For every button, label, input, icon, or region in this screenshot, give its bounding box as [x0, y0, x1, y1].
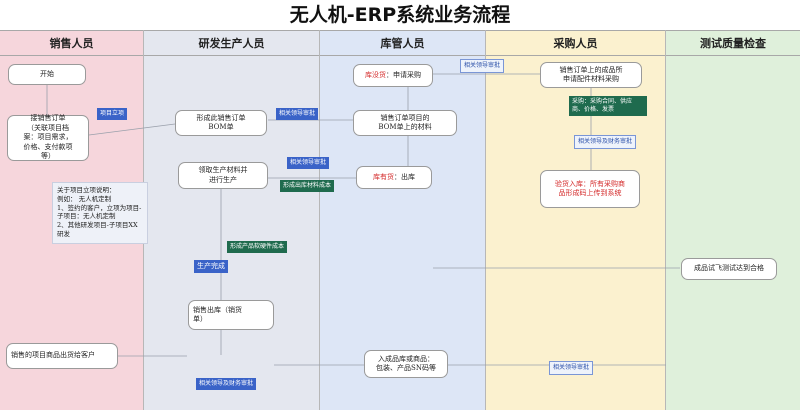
- finance-approve-label-1: 相关领导及财务审批: [196, 378, 257, 390]
- out-stock-prefix: 库有货: [373, 172, 394, 181]
- lane-qa: 测试质量检查: [666, 30, 800, 410]
- leader-approve-label-4: 相关领导审批: [549, 361, 594, 375]
- bom-material-node: 销售订单项目的 BOM单上的材料: [353, 110, 457, 136]
- out-stock-text: ：出库: [394, 172, 415, 181]
- lane-rd-header: 研发生产人员: [144, 30, 319, 56]
- out-stock-node: 库有货：出库: [356, 166, 432, 189]
- project-establish-label: 项目立项: [97, 108, 128, 120]
- production-done-label: 生产完成: [194, 260, 228, 274]
- lane-sales-header: 销售人员: [0, 30, 143, 56]
- sales-out-node: 销售出库（销货 单）: [188, 300, 274, 330]
- leader-approve-label-2: 相关领导审批: [287, 157, 330, 169]
- receive-order-node: 接销售订单 （关联项目档 案：项目需求， 价格、支付款项 等）: [7, 114, 89, 161]
- request-purchase-prefix: 库没货: [365, 70, 386, 79]
- purchase-request-node: 销售订单上的成品所 申请配件材料采购: [540, 62, 642, 88]
- bom-node: 形成此销售订单 BOM单: [175, 110, 267, 136]
- pick-material-node: 领取生产材料并 进行生产: [178, 162, 268, 189]
- lane-qa-header: 测试质量检查: [666, 30, 800, 56]
- flight-test-node: 成品试飞测试达到合格: [681, 258, 777, 280]
- lane-rd: 研发生产人员: [144, 30, 320, 410]
- lane-warehouse-header: 库管人员: [320, 30, 485, 56]
- warehouse-in-node: 入成品库或商品： 包装、产品SN码等: [364, 350, 448, 378]
- project-note: 关于项目立项说明： 例如： 无人机定制 1、签约的客户，立项为项目- 子项目：无…: [52, 182, 148, 244]
- purchase-in-node: 验货入库：所有采购商 品形成码上传到系统: [540, 170, 640, 208]
- purchase-contract-label: 采购：采购合同、供应 商、价格、发票: [569, 96, 647, 116]
- request-purchase-text: ：申请采购: [386, 70, 421, 79]
- lane-warehouse: 库管人员: [320, 30, 486, 410]
- finance-approve-label-2: 相关领导及财务审批: [574, 135, 637, 149]
- lane-purchase-header: 采购人员: [486, 30, 665, 56]
- material-cost-label: 形成出库材料成本: [280, 180, 335, 192]
- start-node: 开始: [8, 64, 86, 85]
- leader-approve-label-3: 相关领导审批: [460, 59, 505, 73]
- leader-approve-label-1: 相关领导审批: [276, 108, 319, 120]
- hw-sw-cost-label: 形成产品软硬件成本: [227, 241, 288, 253]
- request-purchase-node: 库没货：申请采购: [353, 64, 433, 87]
- deliver-node: 销售的项目商品出货给客户: [6, 343, 118, 369]
- diagram-title: 无人机-ERP系统业务流程: [289, 4, 511, 26]
- lane-purchase: 采购人员: [486, 30, 666, 410]
